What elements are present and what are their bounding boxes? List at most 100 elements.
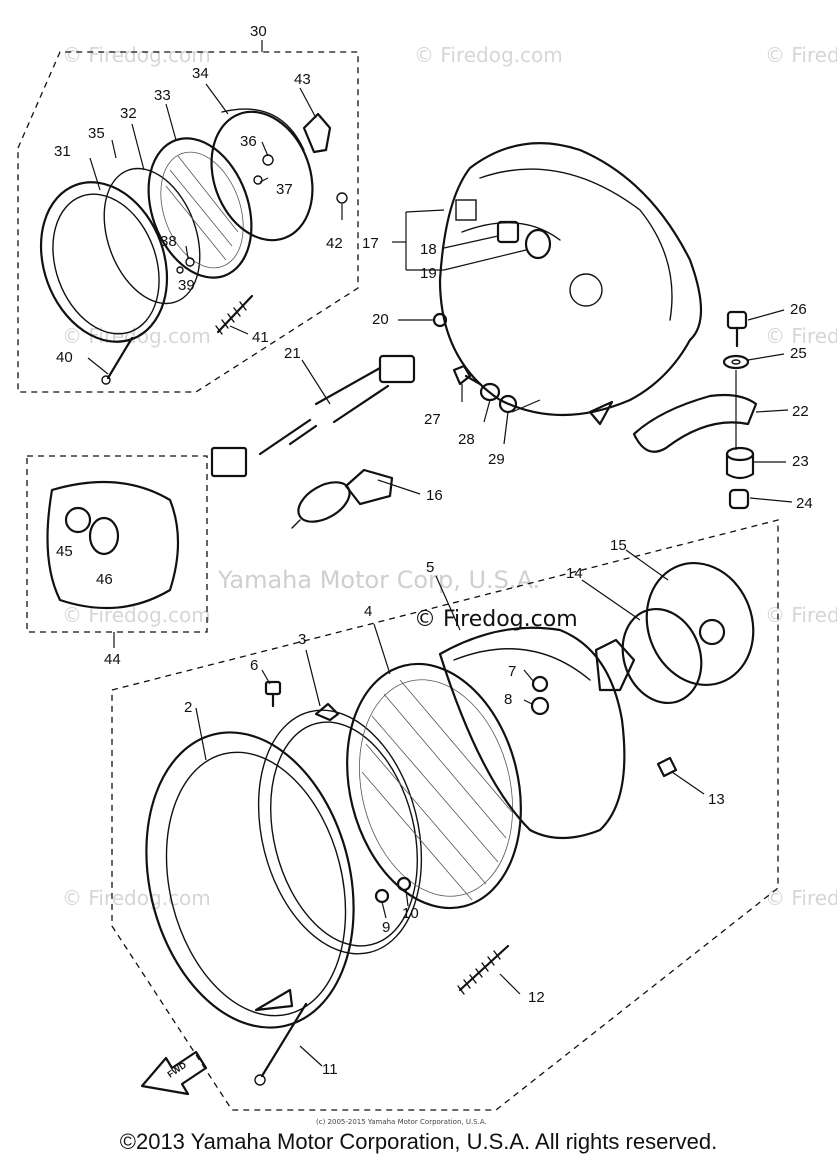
group-boundaries bbox=[17, 40, 779, 1111]
retaining-ring bbox=[103, 167, 201, 305]
group-44-boundary bbox=[26, 455, 208, 633]
callout-44: 44 bbox=[104, 651, 121, 668]
callout-4: 4 bbox=[364, 603, 372, 620]
callout-12: 12 bbox=[528, 989, 545, 1006]
callout-34: 34 bbox=[192, 65, 209, 82]
watermark-firedog: © Firedog.com bbox=[62, 324, 211, 348]
long-screw bbox=[106, 336, 134, 380]
arrow-icon bbox=[140, 1050, 208, 1096]
screw bbox=[253, 175, 263, 185]
socket-base bbox=[594, 638, 636, 692]
grommet-hole bbox=[64, 506, 92, 534]
cord bbox=[258, 366, 390, 456]
callout-11: 11 bbox=[322, 1061, 338, 1078]
callout-22: 22 bbox=[792, 403, 809, 420]
callout-19: 19 bbox=[420, 265, 437, 282]
headlight-casing bbox=[210, 110, 314, 242]
main-headlight-assembly bbox=[145, 561, 755, 1086]
callout-18: 18 bbox=[420, 241, 437, 258]
callout-9: 9 bbox=[382, 919, 390, 936]
main-spring bbox=[458, 944, 510, 992]
callout-17: 17 bbox=[362, 235, 379, 252]
grommet bbox=[496, 220, 520, 244]
callout-40: 40 bbox=[56, 349, 73, 366]
callout-35: 35 bbox=[88, 125, 105, 142]
callout-10: 10 bbox=[402, 905, 419, 922]
callout-6: 6 bbox=[250, 657, 258, 674]
bulb-glass bbox=[297, 481, 351, 523]
watermark-firedog: © Firedog.com bbox=[765, 886, 837, 910]
bolt bbox=[452, 364, 482, 386]
main-retaining-ring bbox=[257, 709, 423, 955]
screw bbox=[264, 680, 282, 696]
watermark-firedog: © Firedog.com bbox=[765, 324, 837, 348]
housing-hole bbox=[569, 273, 603, 307]
back-cover bbox=[645, 561, 755, 687]
nut bbox=[176, 266, 184, 274]
watermark-firedog: © Firedog.com bbox=[62, 43, 211, 67]
callout-23: 23 bbox=[792, 453, 809, 470]
callout-21: 21 bbox=[284, 345, 301, 362]
watermark-layer: © Firedog.com © Firedog.com © Firedog.co… bbox=[62, 43, 837, 910]
housing-window bbox=[455, 199, 477, 221]
grommet bbox=[88, 516, 120, 556]
watermark-firedog: © Firedog.com bbox=[62, 886, 211, 910]
nut bbox=[262, 154, 274, 166]
callout-38: 38 bbox=[160, 233, 177, 250]
adjust-nut bbox=[656, 756, 678, 778]
callout-32: 32 bbox=[120, 105, 137, 122]
grommet-cap bbox=[524, 228, 552, 260]
cover-boss bbox=[698, 618, 726, 646]
bolt-head bbox=[726, 310, 748, 330]
callout-30: 30 bbox=[250, 23, 267, 40]
socket bbox=[378, 354, 416, 384]
callout-20: 20 bbox=[372, 311, 389, 328]
washer bbox=[722, 354, 750, 370]
nut bbox=[396, 876, 412, 892]
callout-26: 26 bbox=[790, 301, 807, 318]
watermark-firedog: © Firedog.com bbox=[765, 43, 837, 67]
main-lens-unit bbox=[346, 662, 522, 910]
headlight-stay bbox=[632, 310, 758, 510]
headlight-housing bbox=[438, 142, 703, 426]
callout-25: 25 bbox=[790, 345, 807, 362]
callout-24: 24 bbox=[796, 495, 813, 512]
main-rim bbox=[145, 731, 355, 1029]
callout-3: 3 bbox=[298, 631, 306, 648]
collar bbox=[728, 488, 750, 510]
callout-29: 29 bbox=[488, 451, 505, 468]
bulb bbox=[291, 468, 394, 529]
callout-13: 13 bbox=[708, 791, 725, 808]
callout-42: 42 bbox=[326, 235, 343, 252]
inset-headlight-assembly bbox=[39, 108, 348, 385]
damper bbox=[725, 446, 755, 462]
callout-43: 43 bbox=[294, 71, 311, 88]
callout-14: 14 bbox=[566, 565, 583, 582]
callout-7: 7 bbox=[508, 663, 516, 680]
callout-5: 5 bbox=[426, 559, 434, 576]
main-group-boundary bbox=[111, 519, 779, 1111]
ring-tab bbox=[314, 702, 340, 722]
callout-16: 16 bbox=[426, 487, 443, 504]
small-credit: (c) 2005-2015 Yamaha Motor Corporation, … bbox=[316, 1118, 487, 1126]
callout-27: 27 bbox=[424, 411, 441, 428]
main-casing bbox=[438, 626, 626, 840]
lens-unit bbox=[147, 137, 253, 279]
callout-41: 41 bbox=[252, 329, 269, 346]
adjusting-screw bbox=[336, 192, 348, 204]
callout-39: 39 bbox=[178, 277, 195, 294]
socket-ring bbox=[621, 607, 703, 705]
cord-assembly bbox=[210, 354, 416, 478]
callout-28: 28 bbox=[458, 431, 475, 448]
bulb-base bbox=[344, 468, 394, 506]
inset-casing bbox=[46, 480, 180, 610]
callout-31: 31 bbox=[54, 143, 71, 160]
leader-lines bbox=[87, 83, 793, 1067]
fwd-arrow: FWD bbox=[140, 1050, 208, 1096]
callout-36: 36 bbox=[240, 133, 257, 150]
callout-2: 2 bbox=[184, 699, 192, 716]
callout-33: 33 bbox=[154, 87, 171, 104]
screw bbox=[185, 257, 195, 267]
main-long-screw bbox=[260, 1002, 308, 1078]
